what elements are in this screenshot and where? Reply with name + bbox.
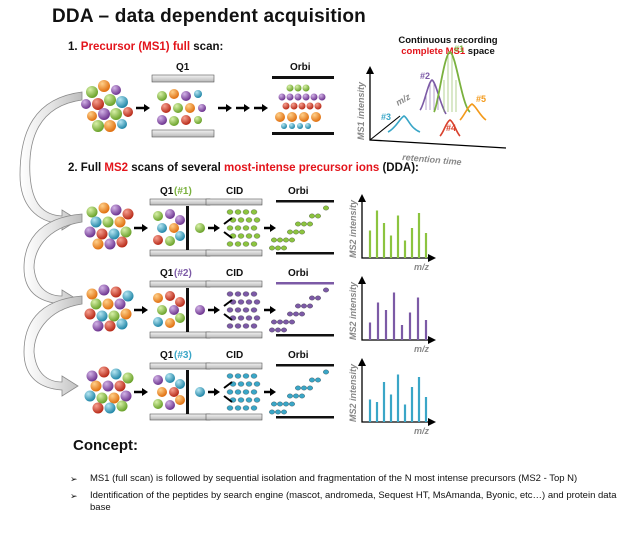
step-1-prefix: 1.	[68, 41, 81, 53]
ms1-z-axis-label: m/z	[394, 91, 412, 107]
ms2-y-axis-label-3: MS2 intensity	[348, 363, 358, 422]
ms2-q1-label-2: Q1	[160, 268, 174, 279]
ms1-3d-plot: MS1 intensity retention time m/z #1 #2 #…	[356, 44, 507, 167]
sample-sphere-cluster	[84, 366, 134, 414]
ms1-peak-2	[419, 79, 447, 115]
ms2-orbi-label-3: Orbi	[288, 350, 309, 361]
continuous-recording-note: Continuous recording complete MS1 space	[378, 35, 518, 57]
ms1-peak-1	[433, 51, 471, 113]
continuous-line2-rest: space	[465, 46, 495, 57]
step-2-highlight1: MS2	[104, 162, 129, 174]
cid-label-1: CID	[226, 186, 243, 197]
peak-label-4: #4	[446, 123, 456, 133]
sample-sphere-cluster	[84, 284, 134, 332]
flow-arrows	[19, 91, 83, 397]
step-1-highlight: Precursor (MS1) full	[80, 41, 191, 53]
step-2-middle: scans of several	[128, 162, 224, 174]
peak-label-5: #5	[476, 94, 486, 104]
ms2-orbi-label-2: Orbi	[288, 268, 309, 279]
step-2-prefix: 2. Full	[68, 162, 105, 174]
ms1-row: Q1 Orbi MS1 intensity retention ti	[81, 44, 507, 167]
ms2-x-axis-label-3: m/z	[414, 426, 430, 436]
concept-bullets: ➢ MS1 (full scan) is followed by sequenti…	[70, 473, 630, 519]
cid-label-2: CID	[226, 268, 243, 279]
sample-sphere-cluster	[84, 202, 134, 250]
concept-bullet-1: ➢ MS1 (full scan) is followed by sequenti…	[70, 473, 630, 485]
ms1-y-axis-label: MS1 intensity	[356, 81, 366, 140]
step-2-suffix: (DDA):	[379, 162, 419, 174]
ms1-peak-5	[459, 103, 487, 121]
peak-label-1: #1	[454, 44, 464, 54]
continuous-line1: Continuous recording	[398, 35, 498, 46]
bullet-arrow-icon: ➢	[70, 491, 78, 501]
concept-bullet-1-text: MS1 (full scan) is followed by sequentia…	[90, 473, 578, 484]
step-1-suffix: scan:	[190, 41, 224, 53]
ms2-q1-label-3: Q1	[160, 350, 174, 361]
ms2-x-axis-label-2: m/z	[414, 344, 430, 354]
ms1-orbi-label: Orbi	[290, 62, 311, 73]
peak-label-2: #2	[420, 71, 430, 81]
ms2-y-axis-label-1: MS2 intensity	[348, 199, 358, 258]
concept-bullet-2: ➢ Identification of the peptides by sear…	[70, 490, 630, 514]
continuous-line2: complete MS1 space	[378, 46, 518, 57]
ms1-orbi-spheres	[275, 84, 326, 129]
dda-diagram: Q1 Orbi MS1 intensity retention ti	[19, 44, 507, 436]
step-2-heading: 2. Full MS2 scans of several most-intens…	[68, 162, 419, 174]
ms2-x-axis-label-1: m/z	[414, 262, 430, 272]
continuous-line2-red: complete MS1	[401, 46, 466, 57]
ms2-q1-label-1: Q1	[160, 186, 174, 197]
ms1-q1-spheres	[157, 89, 206, 126]
ms1-q1-label: Q1	[176, 62, 190, 73]
page-title: DDA – data dependent acquisition	[52, 6, 366, 27]
ms2-orbi-label-1: Orbi	[288, 186, 309, 197]
bullet-arrow-icon: ➢	[70, 474, 78, 484]
concept-heading: Concept:	[73, 437, 138, 454]
ms1-x-axis-label: retention time	[402, 152, 462, 167]
concept-bullet-2-text: Identification of the peptides by search…	[90, 490, 617, 513]
peak-label-3: #3	[381, 112, 391, 122]
ms2-selection-label-1: (#1)	[174, 186, 192, 197]
ms1-peak-3	[387, 115, 421, 133]
ms1-peak-4	[439, 119, 461, 137]
sample-sphere-cluster	[81, 80, 133, 132]
step-2-highlight2: most-intense precursor ions	[223, 162, 380, 174]
ms2-selection-label-2: (#2)	[174, 268, 192, 279]
ms2-selection-label-3: (#3)	[174, 350, 192, 361]
step-1-heading: 1. Precursor (MS1) full scan:	[68, 41, 223, 53]
ms2-y-axis-label-2: MS2 intensity	[348, 281, 358, 340]
cid-label-3: CID	[226, 350, 243, 361]
